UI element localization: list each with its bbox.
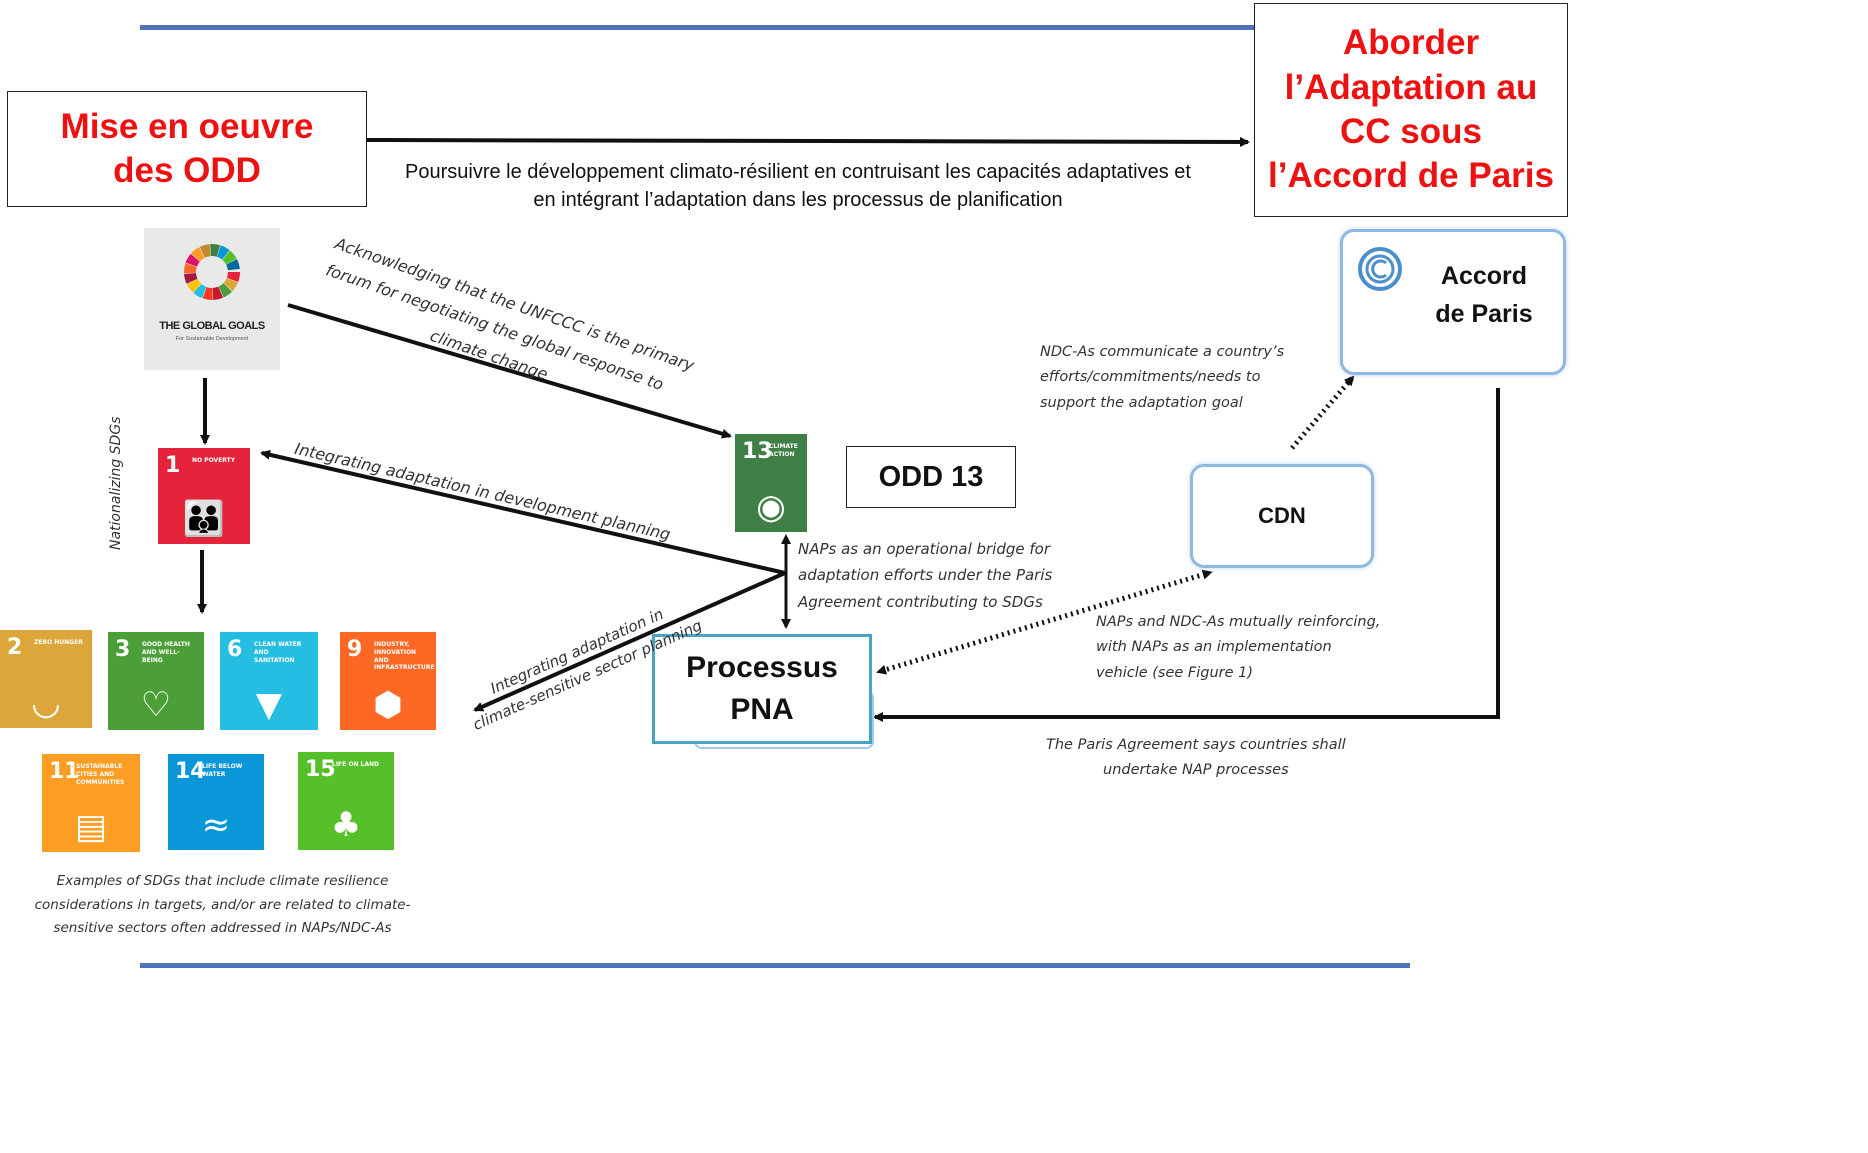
title-right-box: Aborder l’Adaptation au CC sous l’Accord… [1254, 3, 1568, 217]
arrow-hub-to-sdg1 [260, 449, 786, 575]
sdg-tile-label: GOOD HEALTH AND WELL-BEING [142, 641, 190, 664]
cdn-label: CDN [1258, 503, 1306, 528]
ndc-communicate-line-1: NDC-As communicate a country’s [1040, 344, 1285, 360]
pna-box: Processus PNA [652, 634, 872, 744]
sdg-tile-label: CLIMATE ACTION [769, 443, 798, 458]
title-right-text: Aborder l’Adaptation au CC sous l’Accord… [1268, 23, 1554, 196]
sdg-tile-number: 14 [175, 759, 206, 784]
sdg-tile-number: 3 [115, 637, 131, 662]
examples-line-1: Examples of SDGs that include climate re… [56, 873, 389, 889]
global-goals-title: THE GLOBAL GOALS [159, 320, 265, 332]
sdg-tile-label: LIFE BELOW WATER [202, 763, 243, 778]
water-glass-icon: ▼ [255, 685, 283, 725]
sdg-tile-number: 11 [49, 759, 80, 784]
cdn-box: CDN [1190, 464, 1374, 568]
accord-label: Accord de Paris [1435, 262, 1533, 328]
sdg-tile-label: INDUSTRY, INNOVATION AND INFRASTRUCTURE [374, 641, 435, 672]
sdg-tile-label: ZERO HUNGER [34, 639, 83, 646]
naps-bridge-line-2: adaptation efforts under the Paris [798, 566, 1053, 585]
unfccc-logo-icon [1358, 247, 1402, 291]
odd13-box: ODD 13 [846, 446, 1016, 508]
arrow-accord-to-pna [873, 388, 1500, 722]
global-goals-subtitle: For Sustainable Development [175, 336, 249, 342]
sdg-tile-1: 1 NO POVERTY 👪 [158, 448, 250, 544]
paris-says-line-2: undertake NAP processes [1103, 762, 1289, 779]
naps-bridge-line-1: NAPs as an operational bridge for [798, 540, 1051, 558]
top-rule [140, 25, 1260, 30]
sdg-tile-number: 2 [7, 635, 23, 660]
arrow-cdn-to-accord-dotted [1290, 375, 1355, 450]
tree-icon: ♣ [330, 805, 362, 845]
sdg-tile-number: 6 [227, 637, 243, 662]
odd13-label: ODD 13 [878, 460, 984, 493]
bowl-icon: ◡ [31, 683, 61, 723]
sdg-tile-number: 1 [165, 453, 181, 478]
nationalizing-label: Nationalizing SDGs [108, 416, 124, 551]
global-goals-logo: THE GLOBAL GOALS For Sustainable Develop… [144, 228, 280, 370]
sdg-tile-6: 6 CLEAN WATER AND SANITATION ▼ [220, 632, 318, 730]
naps-ndc-label: NAPs and NDC-As mutually reinforcing, wi… [1096, 610, 1380, 686]
examples-line-2: considerations in targets, and/or are re… [34, 896, 411, 913]
bottom-rule [140, 963, 1410, 968]
intro-text: Poursuivre le développement climato-rési… [405, 161, 1191, 211]
sdg-tile-number: 9 [347, 637, 363, 662]
paris-says-label: The Paris Agreement says countries shall… [1046, 733, 1346, 784]
title-left-box: Mise en oeuvre des ODD [7, 91, 367, 207]
sdg-tile-label: SUSTAINABLE CITIES AND COMMUNITIES [76, 763, 125, 786]
arrow-odd-to-paris [366, 136, 1250, 147]
family-icon: 👪 [182, 499, 226, 539]
eye-globe-icon: ◉ [756, 487, 786, 527]
arrow-hub-to-sectors [473, 571, 786, 712]
ndc-communicate-line-2: efforts/commitments/needs to [1040, 369, 1261, 386]
naps-bridge-line-3: Agreement contributing to SDGs [798, 592, 1043, 611]
naps-bridge-label: NAPs as an operational bridge for adapta… [798, 536, 1052, 615]
naps-ndc-line-2: with NAPs as an implementation [1096, 639, 1332, 656]
sdg-tile-label: LIFE ON LAND [332, 761, 380, 768]
sdg-tile-number: 15 [305, 757, 336, 782]
arrows-layer [197, 136, 1500, 722]
paris-says-line-1: The Paris Agreement says countries shall [1046, 737, 1346, 753]
sdg-tile-number: 13 [742, 439, 773, 464]
accord-box: Accord de Paris [1340, 229, 1566, 375]
heartbeat-icon: ♡ [140, 685, 172, 725]
sdg-tile-3: 3 GOOD HEALTH AND WELL-BEING ♡ [108, 632, 204, 730]
naps-ndc-line-1: NAPs and NDC-As mutually reinforcing, [1096, 614, 1381, 630]
sdg-wheel-icon [184, 244, 240, 300]
fish-icon: ≈ [201, 805, 231, 845]
ndc-communicate-label: NDC-As communicate a country’s efforts/c… [1040, 340, 1284, 416]
ndc-communicate-line-3: support the adaptation goal [1040, 394, 1243, 411]
title-left-text: Mise en oeuvre des ODD [60, 106, 314, 190]
sdg-tile-2: 2 ZERO HUNGER ◡ [0, 630, 92, 728]
city-icon: ▤ [74, 807, 108, 847]
sdg-tile-label: NO POVERTY [192, 457, 236, 464]
sdg-tile-9: 9 INDUSTRY, INNOVATION AND INFRASTRUCTURE… [340, 632, 436, 730]
pna-label: Processus PNA [686, 651, 838, 726]
examples-label: Examples of SDGs that include climate re… [0, 870, 445, 941]
sdg-tile-label: CLEAN WATER AND SANITATION [254, 641, 302, 664]
examples-line-3: sensitive sectors often addressed in NAP… [53, 920, 392, 937]
arrow-globalgoals-to-odd13 [287, 303, 732, 439]
naps-ndc-line-3: vehicle (see Figure 1) [1096, 664, 1254, 681]
cubes-icon: ⬢ [373, 685, 403, 725]
